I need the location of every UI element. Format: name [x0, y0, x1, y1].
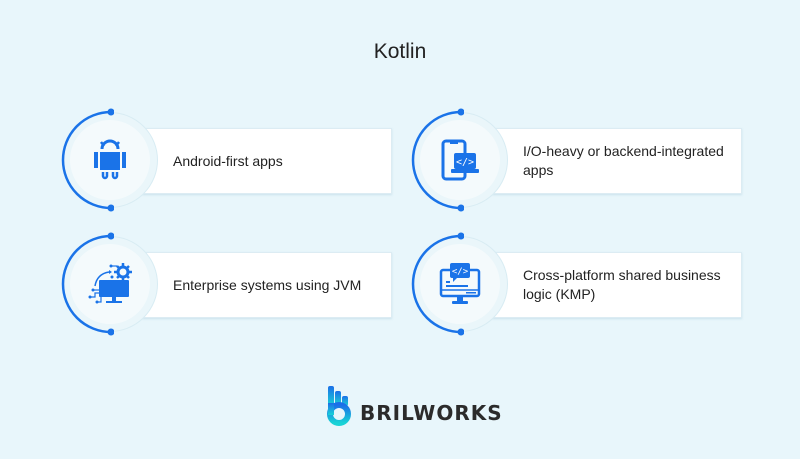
brand-name: BRILWORKS: [360, 401, 503, 425]
brilworks-logo-icon: [327, 386, 351, 426]
android-icon: [94, 139, 126, 180]
use-case-label: Enterprise systems using JVM: [173, 276, 362, 293]
use-case-card: Android-first apps: [142, 128, 392, 194]
arc-decoration-icon: [61, 108, 114, 212]
svg-text:</>: </>: [452, 267, 469, 277]
use-case-label: Cross-platform shared business logic (KM…: [523, 267, 721, 302]
use-case-card: Cross-platform shared business logic (KM…: [492, 252, 742, 318]
use-case-label: I/O-heavy or backend-integrated apps: [523, 143, 724, 178]
monitor-code-icon: </>: [439, 263, 481, 304]
page-title: Kotlin: [373, 40, 427, 63]
use-case-item-kmp: Cross-platform shared business logic (KM…: [410, 232, 770, 340]
svg-text:</>: </>: [456, 157, 474, 168]
arc-decoration-icon: [411, 232, 464, 336]
mobile-laptop-code-icon: </>: [441, 139, 479, 181]
brilworks-logo: BRILWORKS: [326, 385, 503, 427]
icon-circle: [70, 120, 150, 200]
desktop-gear-network-icon: [88, 263, 132, 304]
use-case-card: I/O-heavy or backend-integrated apps: [492, 128, 742, 194]
arc-decoration-icon: [61, 232, 114, 336]
icon-circle: </>: [420, 244, 500, 324]
use-case-label: Android-first apps: [173, 152, 283, 169]
arc-decoration-icon: [411, 108, 464, 212]
use-case-item-io-backend: I/O-heavy or backend-integrated apps </>: [410, 108, 770, 216]
use-case-card: Enterprise systems using JVM: [142, 252, 392, 318]
icon-circle: </>: [420, 120, 500, 200]
icon-circle: [70, 244, 150, 324]
use-case-item-enterprise-jvm: Enterprise systems using JVM: [60, 232, 420, 340]
use-case-item-android: Android-first apps: [60, 108, 420, 216]
